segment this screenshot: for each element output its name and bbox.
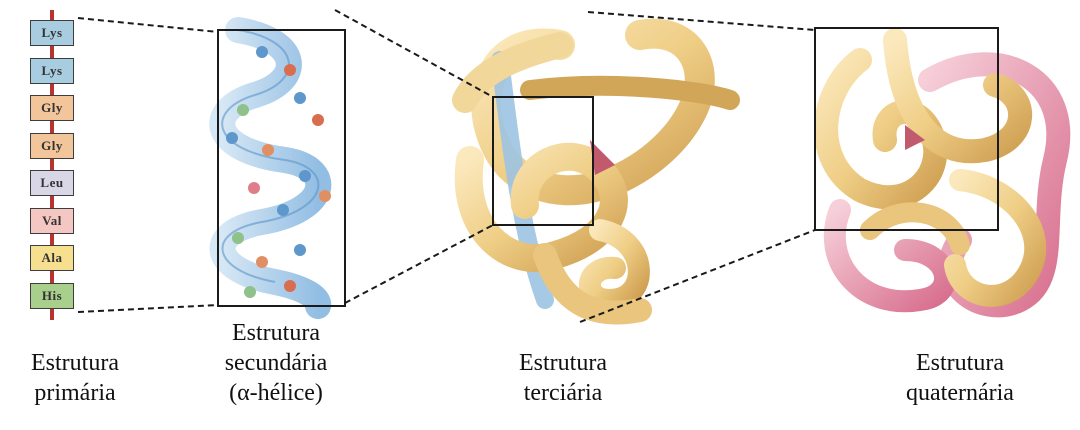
caption-secondary: Estrutura secundária (α-hélice): [186, 318, 366, 408]
residue-ala-7: Ala: [30, 245, 74, 271]
alpha-helix-illustration: [222, 30, 331, 306]
quaternary-structure-illustration: [826, 40, 1058, 305]
caption-primary-line-2: primária: [0, 378, 150, 408]
caption-tertiary-line-1: Estrutura: [488, 348, 638, 378]
caption-secondary-line-3: (α-hélice): [186, 378, 366, 408]
residue-lys-1: Lys: [30, 20, 74, 46]
caption-primary-line-1: Estrutura: [0, 348, 150, 378]
residue-gly-3: Gly: [30, 95, 74, 121]
chain-backbone: [50, 10, 54, 320]
residue-gly-4: Gly: [30, 133, 74, 159]
caption-quaternary: Estrutura quaternária: [870, 348, 1050, 408]
caption-tertiary-line-2: terciária: [488, 378, 638, 408]
residue-leu-5: Leu: [30, 170, 74, 196]
residue-val-6: Val: [30, 208, 74, 234]
residue-his-8: His: [30, 283, 74, 309]
caption-tertiary: Estrutura terciária: [488, 348, 638, 408]
caption-secondary-line-2: secundária: [186, 348, 366, 378]
caption-quaternary-line-1: Estrutura: [870, 348, 1050, 378]
caption-quaternary-line-2: quaternária: [870, 378, 1050, 408]
caption-secondary-line-1: Estrutura: [186, 318, 366, 348]
caption-primary: Estrutura primária: [0, 348, 150, 408]
tertiary-structure-illustration: [465, 34, 730, 313]
residue-lys-2: Lys: [30, 58, 74, 84]
